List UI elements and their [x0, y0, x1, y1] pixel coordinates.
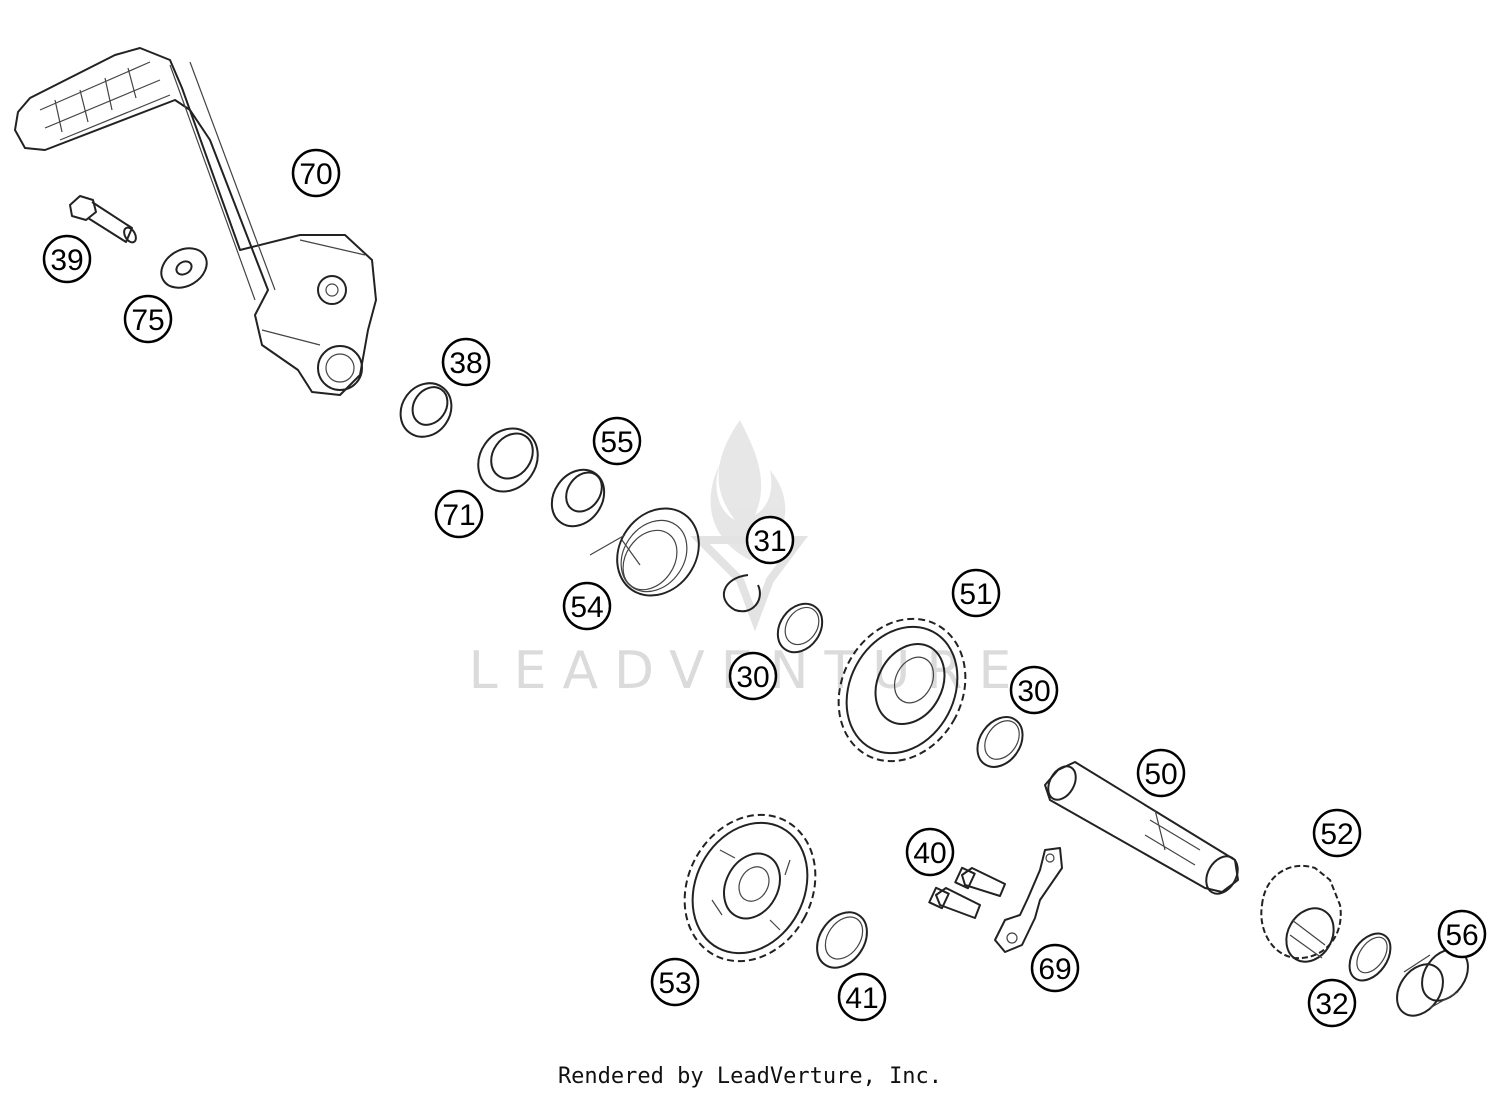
callout-circle: [1437, 909, 1487, 959]
washer-75: [160, 247, 208, 289]
callout-39: 39: [42, 234, 92, 284]
kick-gear-51: [837, 617, 967, 763]
callout-label: 71: [442, 499, 475, 532]
callout-circle: [562, 581, 612, 631]
callout-41: 41: [837, 972, 887, 1022]
callout-40: 40: [905, 827, 955, 877]
callout-circle: [1312, 808, 1362, 858]
callout-circle: [1009, 665, 1059, 715]
callout-circle: [42, 234, 92, 284]
callout-75: 75: [123, 294, 173, 344]
callout-label: 53: [658, 967, 691, 1000]
callout-69: 69: [1030, 943, 1080, 993]
callout-circle: [728, 651, 778, 701]
ratchet-52: [1260, 864, 1342, 963]
callout-label: 40: [913, 837, 946, 870]
bolts-40: [928, 866, 1006, 919]
shaft-seal-38: [399, 382, 453, 438]
callout-circle: [837, 972, 887, 1022]
callout-label: 50: [1144, 758, 1177, 791]
callout-label: 54: [570, 591, 603, 624]
washer-32: [1348, 932, 1392, 982]
callout-70: 70: [291, 148, 341, 198]
callout-circle: [1307, 978, 1357, 1028]
callout-55: 55: [592, 416, 642, 466]
guide-plate-69: [994, 847, 1063, 953]
callout-circle: [951, 568, 1001, 618]
callout-circle: [905, 827, 955, 877]
callout-circle: [1030, 943, 1080, 993]
spacer-55: [550, 468, 606, 528]
callout-38: 38: [441, 337, 491, 387]
callout-circle: [441, 337, 491, 387]
washer-30-lower: [976, 716, 1024, 768]
callout-layer: 70 39 75 38 55 71 31 54 51 30 30 50 52 40 56 69 53 41 32: [42, 148, 1487, 1028]
washer-30-upper: [776, 602, 824, 654]
kick-spring-54: [589, 507, 700, 597]
callout-label: 56: [1445, 919, 1478, 952]
circlip-31: [723, 574, 761, 613]
callout-label: 30: [736, 661, 769, 694]
kick-starter-lever: [14, 47, 377, 396]
callout-30: 30: [1009, 665, 1059, 715]
callout-label: 75: [131, 304, 164, 337]
callout-label: 51: [959, 578, 992, 611]
intermediate-gear-53: [683, 813, 817, 963]
kick-shaft-50: [1044, 761, 1239, 895]
bolt-39: [69, 195, 137, 244]
callout-label: 30: [1017, 675, 1050, 708]
callout-circle: [123, 294, 173, 344]
callout-label: 52: [1320, 818, 1353, 851]
callout-label: 32: [1315, 988, 1348, 1021]
washer-41: [816, 911, 868, 969]
callout-52: 52: [1312, 808, 1362, 858]
callout-54: 54: [562, 581, 612, 631]
callout-label: 31: [753, 525, 786, 558]
callout-circle: [592, 416, 642, 466]
callout-71: 71: [434, 489, 484, 539]
callout-56: 56: [1437, 909, 1487, 959]
callout-circle: [650, 957, 700, 1007]
callout-30: 30: [728, 651, 778, 701]
callout-31: 31: [745, 515, 795, 565]
callout-label: 70: [299, 158, 332, 191]
callout-circle: [291, 148, 341, 198]
callout-circle: [434, 489, 484, 539]
callout-51: 51: [951, 568, 1001, 618]
callout-label: 55: [600, 426, 633, 459]
render-credit: Rendered by LeadVerture, Inc.: [557, 1064, 943, 1089]
callout-53: 53: [650, 957, 700, 1007]
callout-label: 41: [845, 982, 878, 1015]
callout-circle: [745, 515, 795, 565]
callout-label: 69: [1038, 953, 1071, 986]
callout-32: 32: [1307, 978, 1357, 1028]
callout-circle: [1136, 748, 1186, 798]
bearing-71: [477, 427, 539, 493]
callout-label: 39: [50, 244, 83, 277]
callout-50: 50: [1136, 748, 1186, 798]
callout-label: 38: [449, 347, 482, 380]
